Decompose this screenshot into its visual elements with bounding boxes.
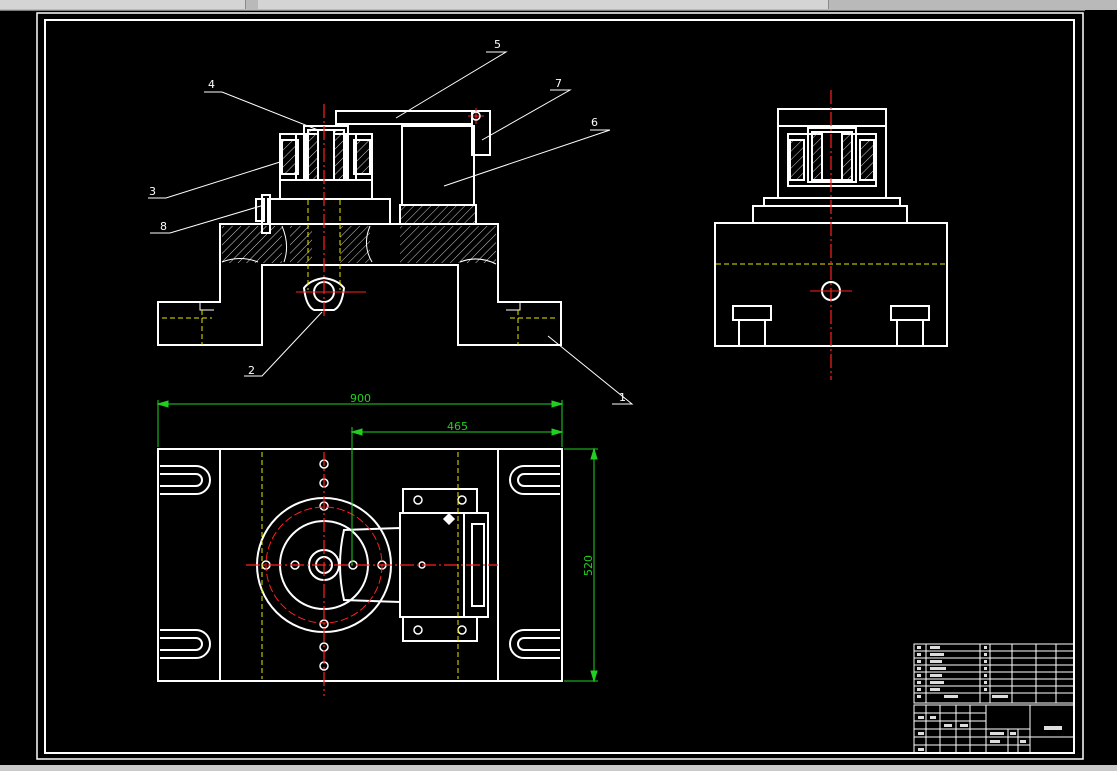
balloon-3: 3: [149, 185, 156, 198]
top-view-aux-lines: [246, 452, 498, 696]
balloon-2: 2: [248, 364, 255, 377]
window-title-strip: [0, 0, 1117, 11]
parts-list-glyphs: [917, 646, 1008, 698]
dimension-text: 900 465 520: [350, 392, 595, 576]
balloon-leaders: [148, 51, 634, 405]
tab-strip-right[interactable]: [258, 0, 829, 9]
outer-frame: [36, 12, 1084, 760]
balloon-labels: 5 4 3 8 7 6 2 1: [149, 38, 626, 404]
balloon-8: 8: [160, 220, 167, 233]
front-view: [157, 110, 562, 346]
inner-frame: [44, 19, 1075, 754]
balloon-7: 7: [555, 77, 562, 90]
tab-strip-left[interactable]: [0, 0, 246, 9]
side-view-aux-lines: [716, 90, 946, 380]
front-view-aux-lines: [162, 104, 558, 345]
dim-overall-width: 900: [350, 392, 371, 405]
balloon-6: 6: [591, 116, 598, 129]
canvas-margin: [1085, 10, 1117, 765]
side-view: [714, 108, 948, 347]
status-strip: [0, 765, 1117, 771]
balloon-4: 4: [208, 78, 215, 91]
title-block: [913, 704, 1075, 754]
title-block-glyphs: [918, 716, 1062, 751]
dimension-lines: [156, 400, 598, 683]
balloon-1: 1: [619, 391, 626, 404]
parts-list-table: [913, 643, 1075, 704]
dim-height: 520: [582, 555, 595, 576]
balloon-5: 5: [494, 38, 501, 51]
dim-partial-width: 465: [447, 420, 468, 433]
